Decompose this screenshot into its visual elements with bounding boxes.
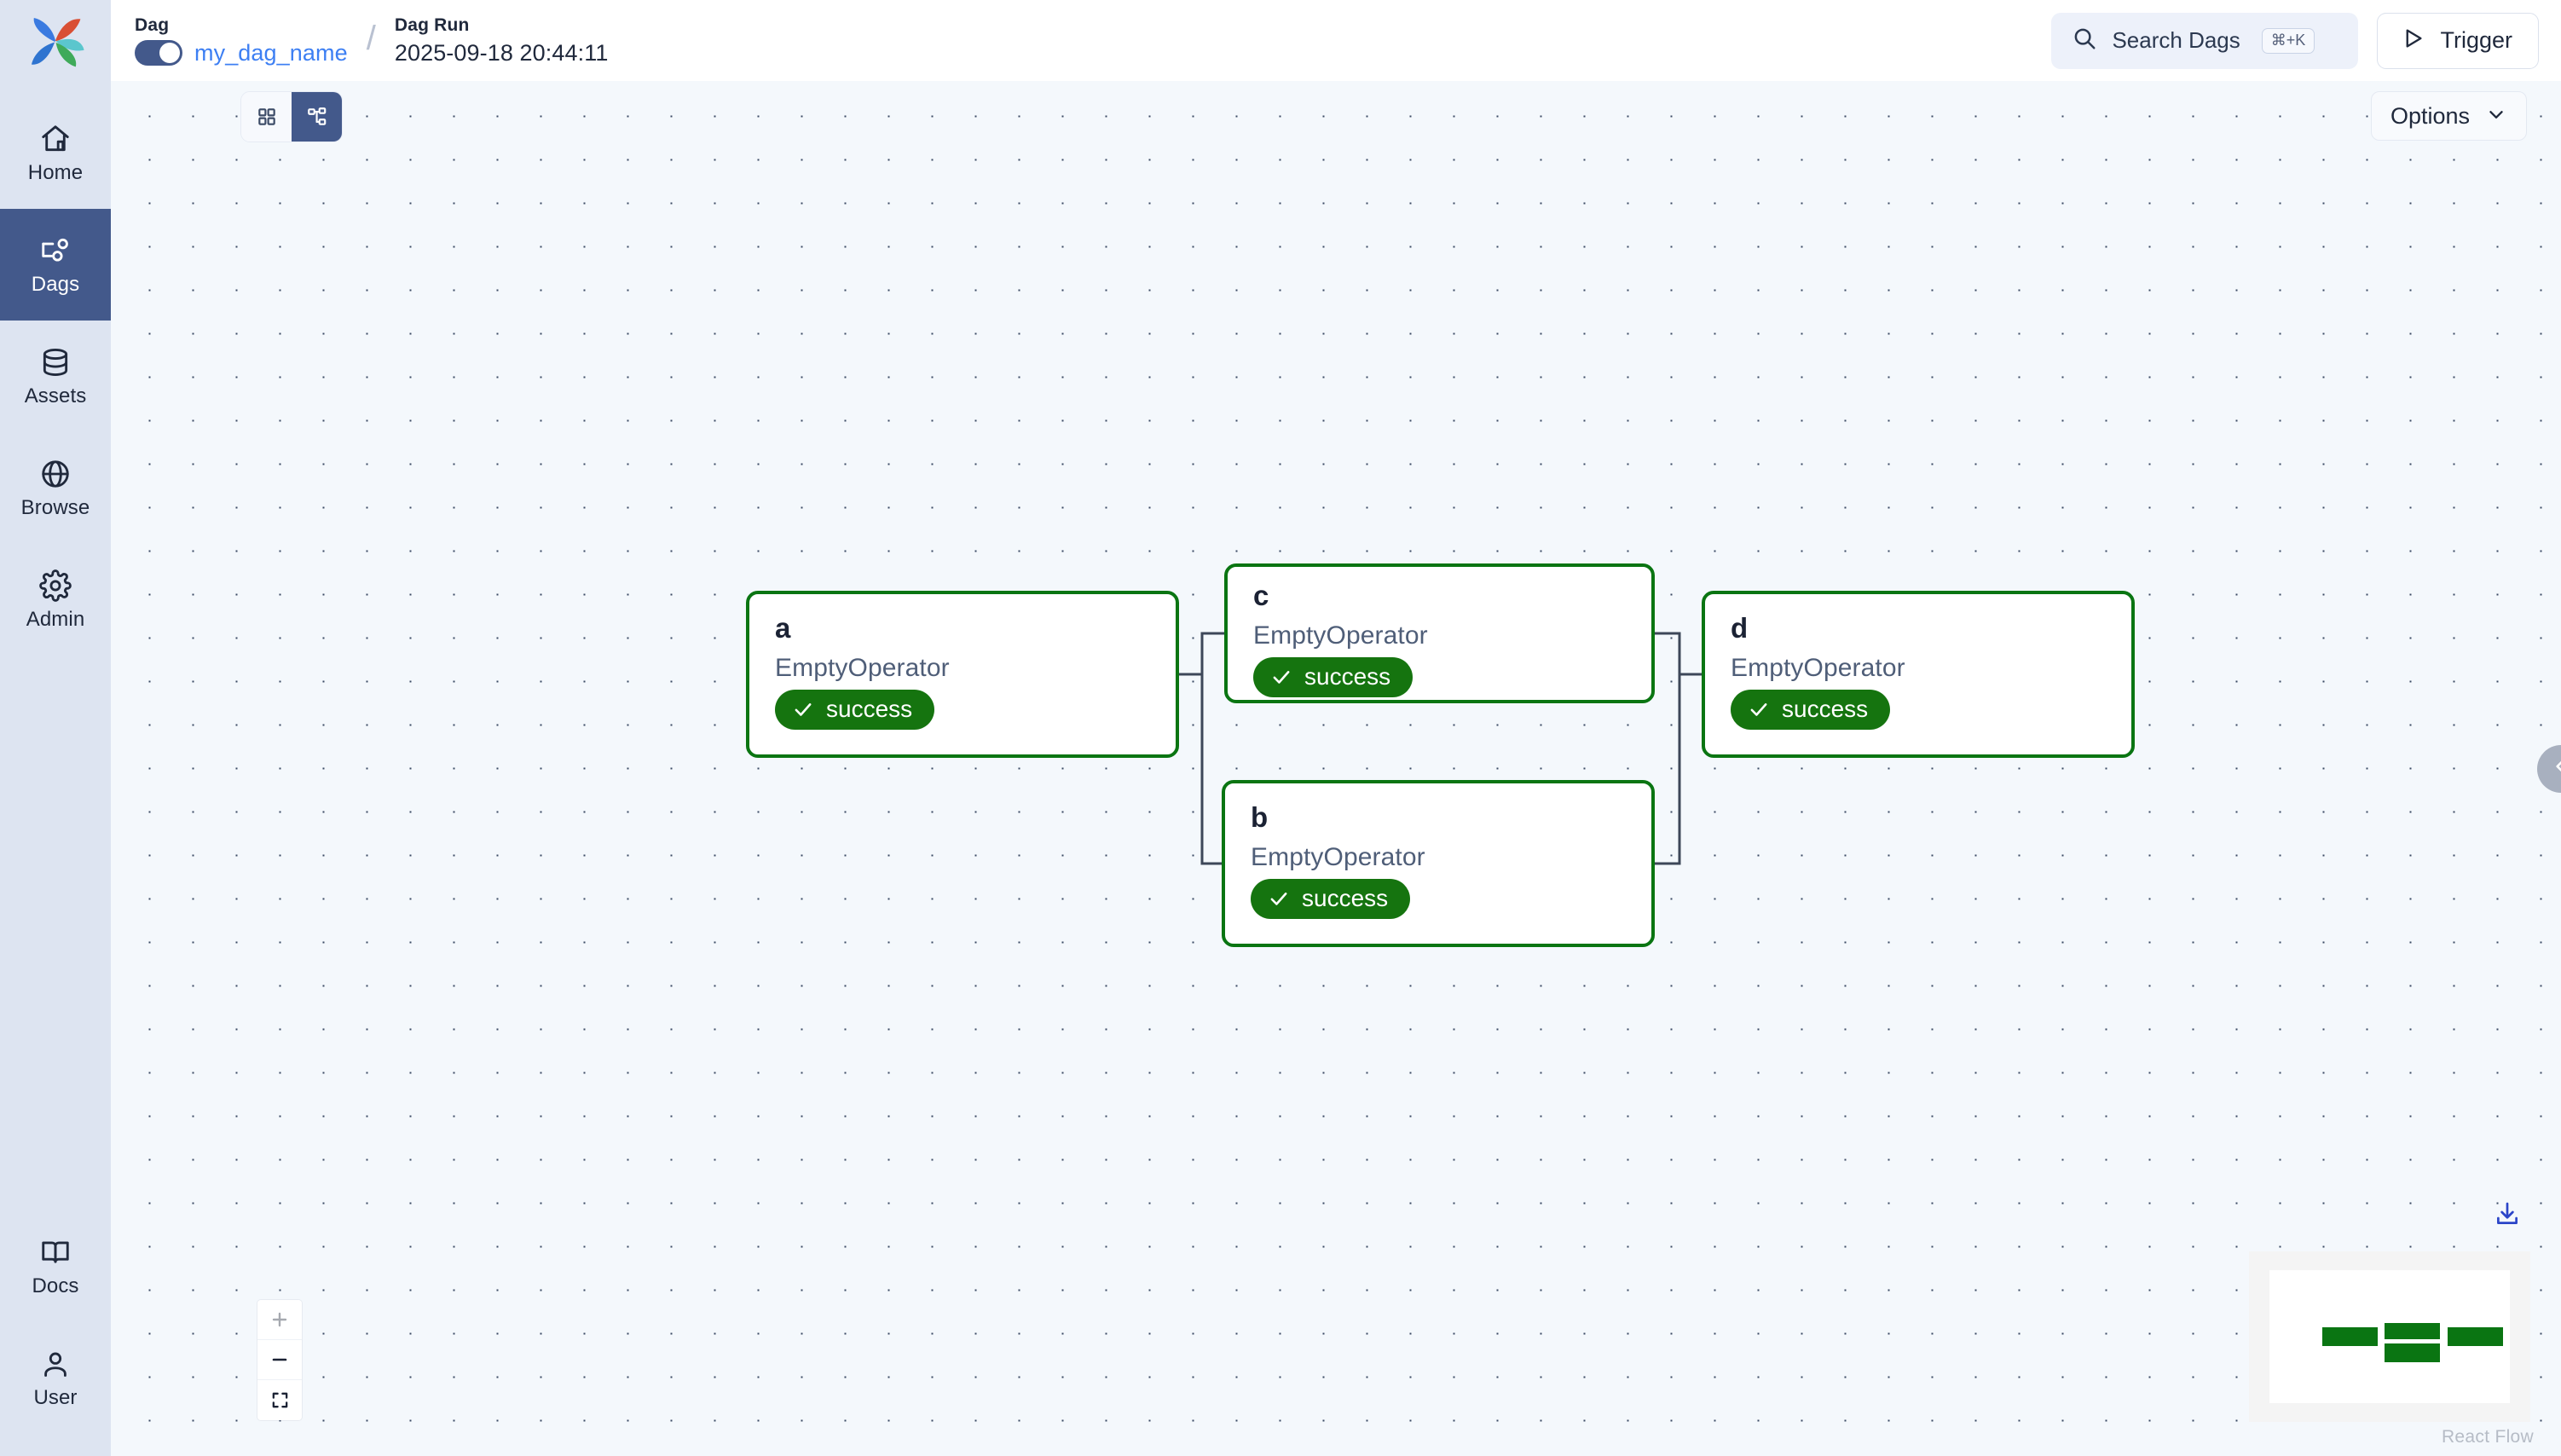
minimap-viewport <box>2269 1270 2510 1403</box>
check-icon <box>1270 666 1292 688</box>
zoom-out-button[interactable] <box>257 1340 302 1380</box>
options-button[interactable]: Options <box>2370 91 2527 141</box>
airflow-pinwheel-logo[interactable] <box>26 12 85 72</box>
check-icon <box>792 698 814 720</box>
dag-pause-toggle[interactable] <box>135 40 182 66</box>
zoom-in-button[interactable] <box>257 1300 302 1340</box>
panel-collapse-handle[interactable] <box>2537 744 2561 793</box>
graph-node-b[interactable]: b EmptyOperator success <box>1222 780 1655 947</box>
toggle-knob <box>159 43 180 63</box>
options-label: Options <box>2390 102 2470 129</box>
sidebar-item-label: Home <box>27 161 84 184</box>
breadcrumb-dag: Dag my_dag_name <box>135 15 348 66</box>
main-area: Dag my_dag_name / Dag Run 2025-09-18 20:… <box>111 0 2561 1456</box>
gear-icon <box>39 569 72 602</box>
sidebar-item-label: Browse <box>20 496 90 519</box>
sidebar-item-home[interactable]: Home <box>0 97 111 209</box>
dag-label: Dag <box>135 14 170 35</box>
graph-view-button[interactable] <box>292 92 342 142</box>
check-icon <box>1268 887 1290 910</box>
sidebar-item-user[interactable]: User <box>0 1322 111 1434</box>
sidebar-item-dags[interactable]: Dags <box>0 209 111 321</box>
minimap-node <box>2322 1327 2378 1346</box>
node-title: c <box>1253 580 1269 611</box>
node-operator: EmptyOperator <box>1731 654 1905 683</box>
chevron-down-icon <box>2485 103 2507 130</box>
globe-icon <box>39 458 72 490</box>
search-icon <box>2072 26 2097 55</box>
sidebar: Home Dags Assets Bro <box>0 0 111 1456</box>
book-icon <box>39 1236 72 1268</box>
sidebar-item-label: Docs <box>32 1274 79 1297</box>
check-icon <box>1748 698 1770 720</box>
dagrun-timestamp: 2025-09-18 20:44:11 <box>394 39 609 66</box>
user-icon <box>39 1348 72 1380</box>
graph-edges <box>1179 632 1702 865</box>
sidebar-item-docs[interactable]: Docs <box>0 1210 111 1322</box>
node-operator: EmptyOperator <box>1251 843 1425 872</box>
sidebar-item-label: Admin <box>26 608 85 631</box>
sidebar-bottom-group: Docs User <box>0 1210 111 1434</box>
node-operator: EmptyOperator <box>775 654 950 683</box>
node-title: b <box>1251 801 1269 833</box>
sidebar-item-admin[interactable]: Admin <box>0 544 111 656</box>
minimap-node <box>2385 1323 2441 1340</box>
download-image-button[interactable] <box>2493 1199 2522 1233</box>
grid-view-button[interactable] <box>241 92 292 142</box>
sidebar-item-label: Dags <box>31 273 80 296</box>
graph-node-a[interactable]: a EmptyOperator success <box>746 591 1179 758</box>
minimap-node <box>2385 1343 2441 1362</box>
node-title: a <box>775 612 791 644</box>
breadcrumb-dagrun: Dag Run 2025-09-18 20:44:11 <box>395 15 609 66</box>
view-mode-toggle <box>240 91 343 142</box>
sidebar-item-browse[interactable]: Browse <box>0 432 111 544</box>
sidebar-item-label: Assets <box>24 384 87 407</box>
graph-node-d[interactable]: d EmptyOperator success <box>1702 591 2135 758</box>
graph-node-c[interactable]: c EmptyOperator success <box>1224 563 1655 703</box>
status-text: success <box>1304 662 1391 690</box>
search-dags-button[interactable]: Search Dags ⌘+K <box>2051 12 2359 69</box>
react-flow-attribution[interactable]: React Flow <box>2441 1427 2534 1447</box>
status-badge: success <box>775 689 935 730</box>
breadcrumb: Dag my_dag_name / Dag Run 2025-09-18 20:… <box>135 15 608 66</box>
status-text: success <box>1302 884 1389 911</box>
sidebar-item-label: User <box>33 1386 78 1409</box>
dag-name-link[interactable]: my_dag_name <box>194 39 348 66</box>
topbar: Dag my_dag_name / Dag Run 2025-09-18 20:… <box>111 0 2561 81</box>
home-icon <box>39 123 72 155</box>
chevron-left-icon <box>2550 755 2561 782</box>
minimap[interactable] <box>2249 1251 2530 1422</box>
graph-canvas[interactable]: a EmptyOperator success c EmptyOperator <box>111 81 2561 1456</box>
database-icon <box>39 346 72 378</box>
status-badge: success <box>1251 878 1411 919</box>
status-badge: success <box>1731 689 1891 730</box>
play-icon <box>2400 26 2425 55</box>
search-shortcut-badge: ⌘+K <box>2261 27 2315 54</box>
fit-view-button[interactable] <box>257 1380 302 1420</box>
search-input-placeholder: Search Dags <box>2112 27 2240 53</box>
minimap-node <box>2447 1327 2503 1346</box>
zoom-controls <box>257 1300 302 1420</box>
node-title: d <box>1731 612 1749 644</box>
topbar-actions: Search Dags ⌘+K Trigger <box>2051 12 2539 69</box>
status-text: success <box>826 695 913 722</box>
status-badge: success <box>1253 656 1413 697</box>
node-operator: EmptyOperator <box>1253 621 1428 650</box>
breadcrumb-separator: / <box>366 19 376 57</box>
trigger-button[interactable]: Trigger <box>2377 12 2539 69</box>
status-text: success <box>1782 695 1869 722</box>
dagrun-label: Dag Run <box>394 14 470 35</box>
dags-icon <box>39 234 72 267</box>
trigger-label: Trigger <box>2440 27 2512 53</box>
sidebar-item-assets[interactable]: Assets <box>0 321 111 432</box>
